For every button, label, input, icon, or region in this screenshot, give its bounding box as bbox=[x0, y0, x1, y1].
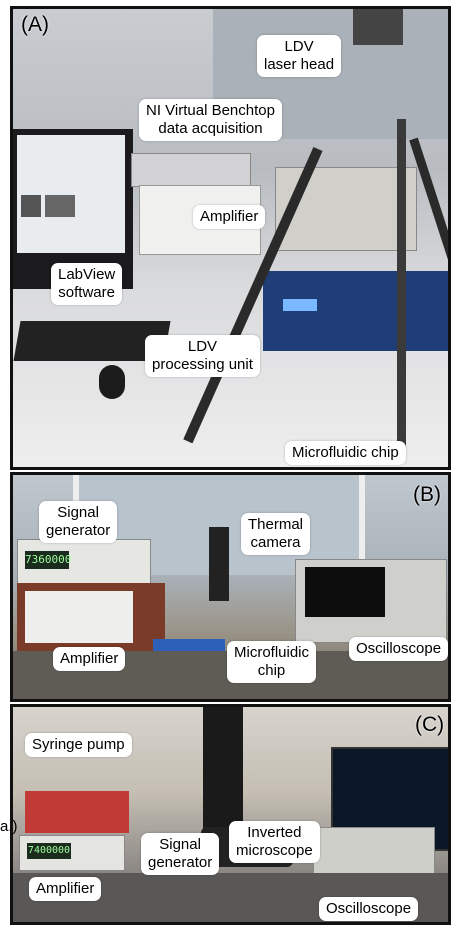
signal-generator-device-c bbox=[19, 835, 125, 871]
laser-head bbox=[353, 9, 403, 45]
ldv-processing-device bbox=[263, 271, 448, 351]
oscilloscope-device bbox=[275, 167, 417, 251]
generator-display: 7360000 bbox=[25, 551, 71, 569]
processing-display bbox=[283, 299, 317, 311]
label-amplifier-c: Amplifier bbox=[29, 877, 102, 901]
amplifier-front bbox=[25, 591, 133, 643]
mouse bbox=[99, 365, 125, 399]
screen-window-2 bbox=[45, 195, 75, 217]
label-microfluidic-chip-a: Microfluidic chip bbox=[285, 441, 406, 465]
panel-c-photo: 7400000 (C) Syringe pump Signal generato… bbox=[10, 704, 451, 925]
panel-b-letter: (B) bbox=[413, 483, 441, 506]
panel-a-photo: (A) LDV laser head NI Virtual Benchtop d… bbox=[10, 6, 451, 470]
tripod-leg-center bbox=[397, 119, 406, 459]
label-amplifier-b: Amplifier bbox=[53, 647, 126, 671]
label-labview: LabView software bbox=[51, 263, 123, 305]
daq-device bbox=[131, 153, 251, 187]
label-syringe-pump: Syringe pump bbox=[25, 733, 132, 757]
label-signal-generator-b: Signal generator bbox=[39, 501, 118, 543]
label-ni-daq: NI Virtual Benchtop data acquisition bbox=[139, 99, 282, 141]
panel-c-letter: (C) bbox=[415, 713, 445, 736]
label-amplifier-a: Amplifier bbox=[193, 205, 266, 229]
thermal-camera-device bbox=[209, 527, 229, 601]
label-oscilloscope-c: Oscilloscope bbox=[319, 897, 419, 921]
screen-window-1 bbox=[21, 195, 41, 217]
side-mark: a.) bbox=[0, 818, 18, 835]
label-ldv-processing: LDV processing unit bbox=[145, 335, 260, 377]
label-microfluidic-chip-b: Microfluidic chip bbox=[227, 641, 317, 683]
oscilloscope-screen bbox=[305, 567, 385, 617]
label-thermal-camera: Thermal camera bbox=[241, 513, 311, 555]
label-signal-generator-c: Signal generator bbox=[141, 833, 220, 875]
panel-a-letter: (A) bbox=[21, 13, 49, 36]
generator-display-c: 7400000 bbox=[27, 843, 71, 859]
panel-b-photo: 7360000 (B) Signal generator Thermal cam… bbox=[10, 472, 451, 702]
label-ldv-laser-head: LDV laser head bbox=[257, 35, 342, 77]
monitor-screen bbox=[17, 135, 125, 253]
label-oscilloscope-b: Oscilloscope bbox=[349, 637, 448, 661]
syringe-pump-device bbox=[25, 791, 129, 833]
label-inverted-microscope: Inverted microscope bbox=[229, 821, 320, 863]
